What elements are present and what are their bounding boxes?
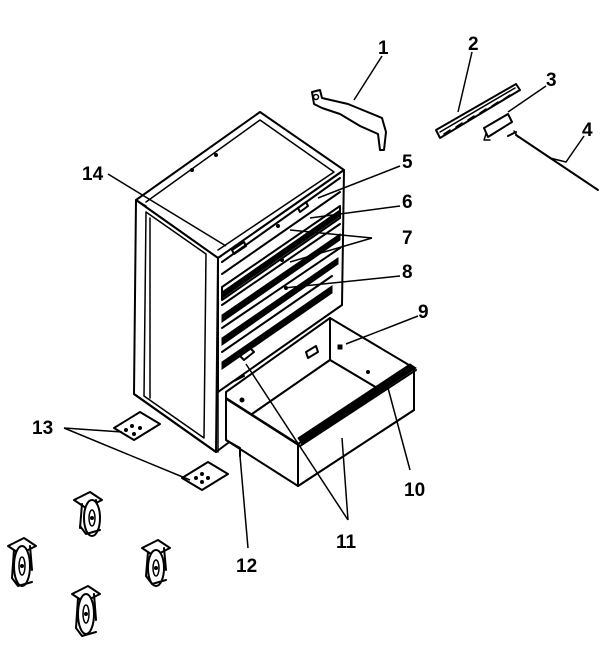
callout-8: 8: [402, 262, 413, 283]
callout-4: 4: [582, 120, 593, 141]
callout-9: 9: [418, 302, 429, 323]
part-2-slide-rail: [435, 83, 521, 139]
callout-6: 6: [402, 192, 413, 213]
callout-labels: 1 2 3 4 5 6 7 8 9 10 11 12 13 14: [32, 34, 593, 577]
open-drawer: [225, 317, 417, 487]
part-4-rod: [507, 130, 599, 191]
caster-b: [7, 537, 37, 587]
callout-3: 3: [546, 70, 557, 91]
callout-1: 1: [378, 38, 389, 59]
caster-a: [73, 491, 103, 537]
callout-13: 13: [32, 418, 53, 439]
caster-d: [71, 585, 101, 637]
callout-5: 5: [402, 152, 413, 173]
callout-11: 11: [336, 532, 357, 553]
callout-2: 2: [468, 34, 479, 55]
part-13-base-plates: [113, 411, 229, 491]
callout-10: 10: [404, 480, 425, 501]
caster-c: [141, 539, 171, 587]
callout-12: 12: [236, 556, 257, 577]
part-1-bracket: [311, 89, 387, 151]
callout-7: 7: [402, 228, 413, 249]
part-3-plate: [483, 113, 513, 141]
callout-14: 14: [82, 164, 104, 185]
caster-wheels: [7, 491, 171, 637]
leader-lines: [63, 51, 585, 549]
tool-cabinet-body: [133, 111, 345, 453]
